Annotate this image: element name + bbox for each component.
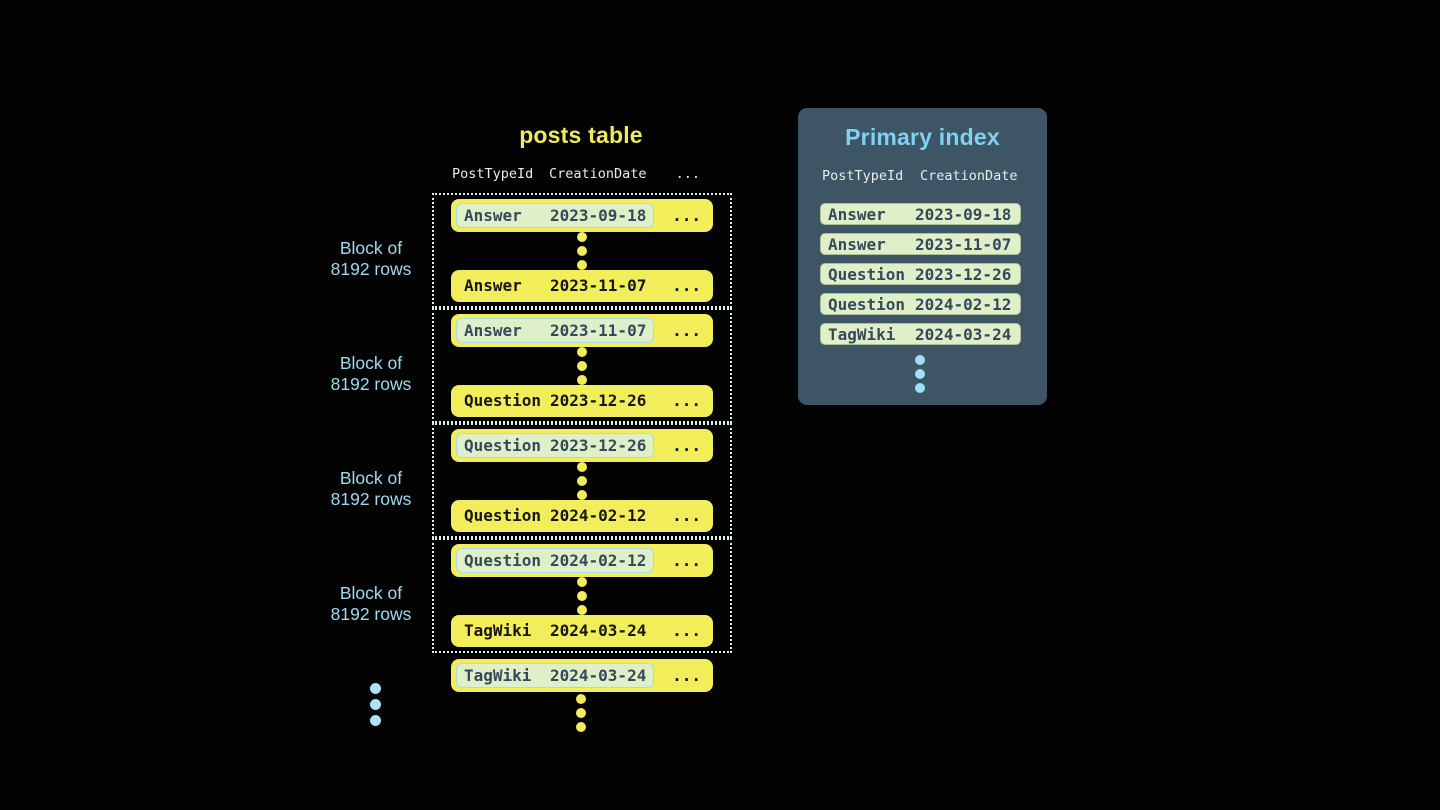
block-label-line1: Block of (339, 468, 403, 488)
creation-date-cell: 2023-09-18 (550, 205, 647, 225)
block-2-first-row: Answer 2023-11-07 ... (451, 314, 713, 347)
row-ellipsis: ... (672, 205, 701, 225)
row-ellipsis: ... (672, 666, 701, 685)
block-label-line1: Block of (339, 583, 403, 603)
post-type-cell: Answer (464, 276, 522, 296)
creation-date-cell: 2023-09-18 (915, 204, 1012, 224)
column-header-creationdate: CreationDate (920, 168, 1018, 184)
block-label-2: Block of 8192 rows (306, 353, 436, 395)
next-block-first-row: TagWiki 2024-03-24 ... (451, 659, 713, 692)
primary-index-panel: Primary index PostTypeId CreationDate An… (798, 108, 1047, 405)
index-entry-2: Answer 2023-11-07 (820, 233, 1021, 255)
post-type-cell: Answer (464, 205, 522, 225)
post-type-cell: TagWiki (464, 666, 532, 685)
posts-block-4: Question 2024-02-12 ... TagWiki 2024-03-24… (432, 538, 732, 653)
index-entry-4: Question 2024-02-12 (820, 293, 1021, 315)
post-type-cell: TagWiki (828, 324, 896, 344)
column-header-ellipsis: ... (675, 166, 700, 182)
block-2-last-row: Question 2023-12-26 ... (451, 384, 713, 417)
block-3-first-row: Question 2023-12-26 ... (451, 429, 713, 462)
row-ellipsis: ... (672, 320, 701, 340)
column-header-posttypeid: PostTypeId (452, 166, 534, 182)
row-ellipsis: ... (672, 621, 701, 641)
post-type-cell: Answer (464, 320, 522, 340)
block-label-line2: 8192 rows (330, 374, 412, 394)
row-ellipsis: ... (672, 276, 701, 296)
more-rows-dots (576, 694, 586, 732)
post-type-cell: Question (464, 435, 542, 455)
primary-index-title: Primary index (845, 124, 1000, 150)
indexed-row-highlight: TagWiki 2024-03-24 (456, 663, 654, 688)
creation-date-cell: 2024-03-24 (915, 324, 1012, 344)
column-header-creationdate: CreationDate (549, 166, 647, 182)
block-4-first-row: Question 2024-02-12 ... (451, 544, 713, 577)
creation-date-cell: 2023-12-26 (550, 391, 647, 411)
indexed-row-highlight: Answer 2023-09-18 (456, 202, 654, 228)
creation-date-cell: 2023-11-07 (550, 320, 647, 340)
post-type-cell: Answer (828, 204, 886, 224)
posts-table-title: posts table (519, 122, 643, 148)
rows-continuation-dots (577, 461, 587, 500)
indexed-row-highlight: Question 2023-12-26 (456, 432, 654, 458)
posts-table-column-headers: PostTypeId CreationDate ... (452, 166, 712, 182)
indexed-row-highlight: Answer 2023-11-07 (456, 317, 654, 343)
creation-date-cell: 2024-03-24 (550, 666, 647, 685)
post-type-cell: Question (828, 294, 906, 314)
creation-date-cell: 2024-02-12 (550, 550, 647, 570)
post-type-cell: Question (828, 264, 906, 284)
rows-continuation-dots (577, 576, 587, 615)
posts-block-3: Question 2023-12-26 ... Question 2024-02-1… (432, 423, 732, 538)
post-type-cell: Question (464, 391, 542, 411)
creation-date-cell: 2023-11-07 (550, 276, 647, 296)
creation-date-cell: 2023-11-07 (915, 234, 1012, 254)
posts-table-blocks: Answer 2023-09-18 ... Answer 2023-11-07 ..… (432, 193, 732, 653)
creation-date-cell: 2024-03-24 (550, 621, 647, 641)
block-1-last-row: Answer 2023-11-07 ... (451, 269, 713, 302)
creation-date-cell: 2024-02-12 (550, 506, 647, 526)
post-type-cell: Question (464, 550, 542, 570)
post-type-cell: Question (464, 506, 542, 526)
posts-block-2: Answer 2023-11-07 ... Question 2023-12-26 … (432, 308, 732, 423)
creation-date-cell: 2023-12-26 (915, 264, 1012, 284)
indexed-row-highlight: Question 2024-02-12 (456, 547, 654, 573)
post-type-cell: TagWiki (464, 621, 532, 641)
more-index-entries-dots (915, 355, 925, 393)
posts-block-1: Answer 2023-09-18 ... Answer 2023-11-07 ..… (432, 193, 732, 308)
primary-index-column-headers: PostTypeId CreationDate (822, 168, 1018, 184)
block-label-line2: 8192 rows (330, 489, 412, 509)
block-label-line2: 8192 rows (330, 259, 412, 279)
creation-date-cell: 2024-02-12 (915, 294, 1012, 314)
block-label-1: Block of 8192 rows (306, 238, 436, 280)
row-ellipsis: ... (672, 435, 701, 455)
block-label-line2: 8192 rows (330, 604, 412, 624)
post-type-cell: Answer (828, 234, 886, 254)
block-label-3: Block of 8192 rows (306, 468, 436, 510)
index-entry-3: Question 2023-12-26 (820, 263, 1021, 285)
more-blocks-dots (370, 683, 381, 726)
column-header-posttypeid: PostTypeId (822, 168, 904, 184)
row-ellipsis: ... (672, 506, 701, 526)
block-4-last-row: TagWiki 2024-03-24 ... (451, 614, 713, 647)
index-entry-1: Answer 2023-09-18 (820, 203, 1021, 225)
row-ellipsis: ... (672, 550, 701, 570)
block-label-line1: Block of (339, 353, 403, 373)
block-label-line1: Block of (339, 238, 403, 258)
block-3-last-row: Question 2024-02-12 ... (451, 499, 713, 532)
block-label-4: Block of 8192 rows (306, 583, 436, 625)
block-1-first-row: Answer 2023-09-18 ... (451, 199, 713, 232)
row-ellipsis: ... (672, 391, 701, 411)
rows-continuation-dots (577, 231, 587, 270)
creation-date-cell: 2023-12-26 (550, 435, 647, 455)
rows-continuation-dots (577, 346, 587, 385)
index-entry-5: TagWiki 2024-03-24 (820, 323, 1021, 345)
